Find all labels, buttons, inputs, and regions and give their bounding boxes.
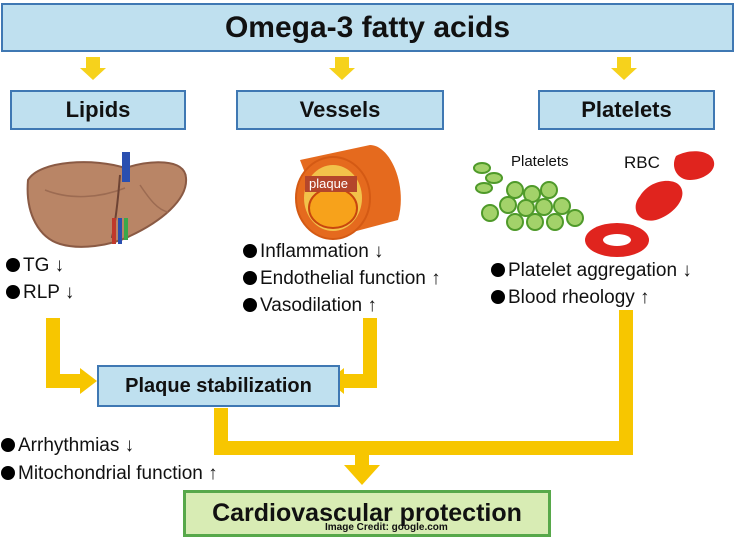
rbc-image bbox=[585, 151, 715, 257]
bullet-icon bbox=[1, 438, 15, 452]
plaque-stabilization-box: Plaque stabilization bbox=[97, 365, 340, 407]
platelets-image-label: Platelets bbox=[511, 153, 569, 170]
heart-effect-arrhythmias: Arrhythmias ↓ bbox=[1, 435, 134, 457]
vessel-plaque-image bbox=[295, 145, 401, 240]
bullet-icon bbox=[6, 258, 20, 272]
heart-effect-mitochondrial: Mitochondrial function ↑ bbox=[1, 463, 218, 485]
arrow-title-to-vessels bbox=[329, 57, 355, 80]
bullet-icon bbox=[243, 271, 257, 285]
title-text: Omega-3 fatty acids bbox=[224, 10, 511, 44]
platelets-effect-aggregation: Platelet aggregation ↓ bbox=[491, 260, 692, 282]
title-box: Omega-3 fatty acids bbox=[1, 3, 734, 52]
bullet-icon bbox=[6, 285, 20, 299]
bullet-icon bbox=[491, 263, 505, 277]
bullet-icon bbox=[1, 466, 15, 480]
platelets-label: Platelets bbox=[581, 97, 672, 122]
plaque-stabilization-label: Plaque stabilization bbox=[125, 374, 312, 397]
arrow-merge-to-outcome bbox=[214, 310, 633, 485]
lipids-box: Lipids bbox=[10, 90, 186, 130]
vessels-effect-endothelial: Endothelial function ↑ bbox=[243, 268, 441, 290]
image-credit: Image Credit: google.com bbox=[325, 522, 448, 533]
vessels-box: Vessels bbox=[236, 90, 444, 130]
vessels-label: Vessels bbox=[299, 97, 381, 122]
platelets-image bbox=[473, 162, 584, 231]
lipids-effect-tg: TG ↓ bbox=[6, 255, 64, 277]
liver-image bbox=[26, 152, 188, 248]
arrow-title-to-lipids bbox=[80, 57, 106, 80]
lipids-label: Lipids bbox=[65, 97, 131, 122]
bullet-icon bbox=[243, 244, 257, 258]
platelets-box: Platelets bbox=[538, 90, 715, 130]
cardiovascular-protection-label: Cardiovascular protection bbox=[212, 499, 522, 527]
bullet-icon bbox=[243, 298, 257, 312]
bullet-icon bbox=[491, 290, 505, 304]
cardiovascular-protection-box: Cardiovascular protection bbox=[183, 490, 551, 537]
vessels-effect-vasodilation: Vasodilation ↑ bbox=[243, 295, 377, 317]
rbc-image-label: RBC bbox=[624, 153, 660, 172]
platelets-effect-rheology: Blood rheology ↑ bbox=[491, 287, 650, 309]
arrow-title-to-platelets bbox=[611, 57, 637, 80]
lipids-effect-rlp: RLP ↓ bbox=[6, 282, 74, 304]
arrow-vessels-to-plaque bbox=[328, 318, 377, 394]
vessels-effect-inflammation: Inflammation ↓ bbox=[243, 241, 384, 263]
plaque-label: plaque bbox=[309, 176, 349, 191]
arrow-lipids-to-plaque bbox=[46, 318, 97, 394]
